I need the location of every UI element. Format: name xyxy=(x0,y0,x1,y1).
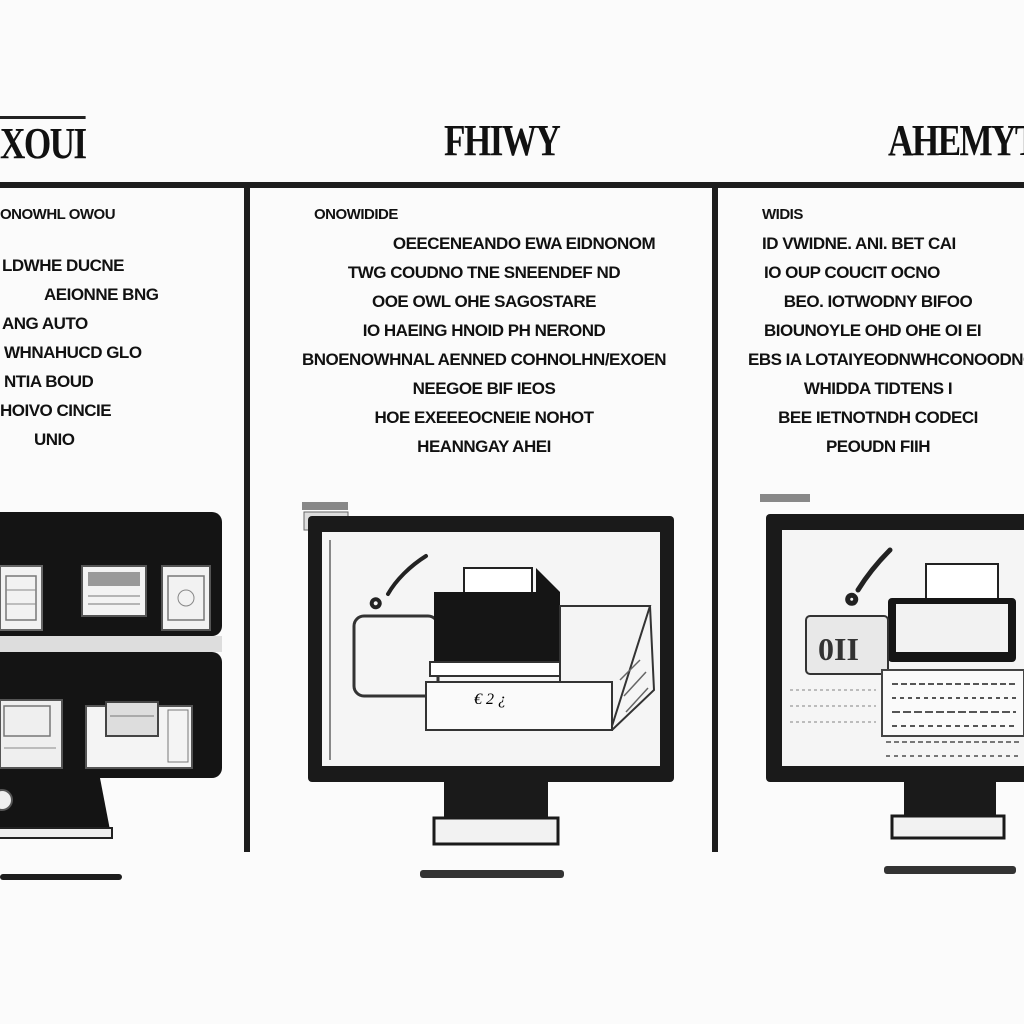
monitor-2-tab xyxy=(302,502,348,510)
column-title-3: AHEMYT xyxy=(888,116,1024,165)
printer-icon: € 2 ¿ xyxy=(352,567,656,731)
base-underline-3 xyxy=(884,866,1016,874)
text-line: PEOUDN FIIH xyxy=(825,437,931,456)
column-3-text: WIDIS ID VWIDNE. ANI. BET CAI IO OUP COU… xyxy=(732,200,1024,461)
text-line: IO HAEING HNOID PH NEROND xyxy=(362,321,606,340)
base-underline-1 xyxy=(0,874,122,880)
column-title-2: FHIWY xyxy=(444,116,561,165)
monitor-1 xyxy=(0,512,222,839)
text-line: BEE IETNOTNDH CODECI xyxy=(778,408,978,427)
text-line: UNIO xyxy=(34,430,75,449)
text-line: NTIA BOUD xyxy=(4,372,94,391)
column-title-1: XOUI xyxy=(0,116,87,169)
text-line: ANG AUTO xyxy=(2,314,88,333)
text-line: HOE EXEEEOCNEIE NOHOT xyxy=(374,408,594,427)
text-line: AEIONNE BNG xyxy=(44,285,159,304)
card-tile-icon xyxy=(85,701,193,769)
header-divider xyxy=(0,182,1024,188)
column-1-text: ONOWHL OWOU LDWHE DUCNE AEIONNE BNG ANG … xyxy=(0,200,236,454)
text-line: EBS IA LOTAIYEODNWHCONOODNOE xyxy=(748,350,1024,369)
text-line: HEANNGAY AHEI xyxy=(417,437,551,456)
text-line: LDWHE DUCNE xyxy=(2,256,125,275)
text-line: ONOWHL OWOU xyxy=(0,206,116,223)
text-line: IO OUP COUCIT OCNO xyxy=(764,263,940,282)
printer-label: € 2 ¿ xyxy=(474,691,506,708)
text-line: BNOENOWHNAL AENNED COHNOLHN/EXOEN xyxy=(301,350,667,369)
monitor-3-base xyxy=(890,814,1006,840)
text-line: BEO. IOTWODNY BIFOO xyxy=(783,292,973,311)
monitor-3-stand xyxy=(904,782,996,818)
text-line: BIOUNOYLE OHD OHE OI EI xyxy=(764,321,982,340)
device-icon: 0II xyxy=(790,563,1024,757)
text-line: ID VWIDNE. ANI. BET CAI xyxy=(762,234,956,253)
text-line: OEECENEANDO EWA EIDNONOM xyxy=(392,234,656,253)
monitor-2-stand xyxy=(444,782,548,820)
base-underline-2 xyxy=(420,870,564,878)
monitor-2: € 2 ¿ xyxy=(302,502,674,846)
text-line: OOE OWL OHE SAGOSTARE xyxy=(371,292,597,311)
text-line: NEEGOE BIF IEOS xyxy=(412,379,556,398)
text-line: HOIVO CINCIE xyxy=(0,401,112,420)
column-2-text: ONOWIDIDE OEECENEANDO EWA EIDNONOM TWG C… xyxy=(262,200,706,461)
card-tile-icon xyxy=(0,699,63,769)
monitor-1-base xyxy=(0,827,113,839)
monitor-3: 0II xyxy=(760,494,1024,840)
text-line: ONOWIDIDE xyxy=(314,206,398,223)
text-line: WHNAHUCD GLO xyxy=(4,343,142,362)
column-divider-2 xyxy=(712,188,718,852)
text-line: WHIDDA TIDTENS I xyxy=(803,379,953,398)
card-tile-icon xyxy=(161,565,211,631)
monitor-1-separator xyxy=(0,636,222,652)
monitor-3-tab xyxy=(760,494,810,502)
monitor-1-stand xyxy=(0,778,110,830)
monitor-1-knob-icon xyxy=(0,789,13,811)
text-line: WIDIS xyxy=(762,206,803,223)
device-label: 0II xyxy=(818,631,859,667)
card-tile-icon xyxy=(0,565,43,631)
text-line: TWG COUDNO TNE SNEENDEF ND xyxy=(347,263,621,282)
card-tile-icon xyxy=(81,565,147,617)
pen-icon xyxy=(845,547,893,606)
monitor-2-base xyxy=(432,816,560,846)
pen-icon xyxy=(369,554,428,610)
column-divider-1 xyxy=(244,188,250,852)
